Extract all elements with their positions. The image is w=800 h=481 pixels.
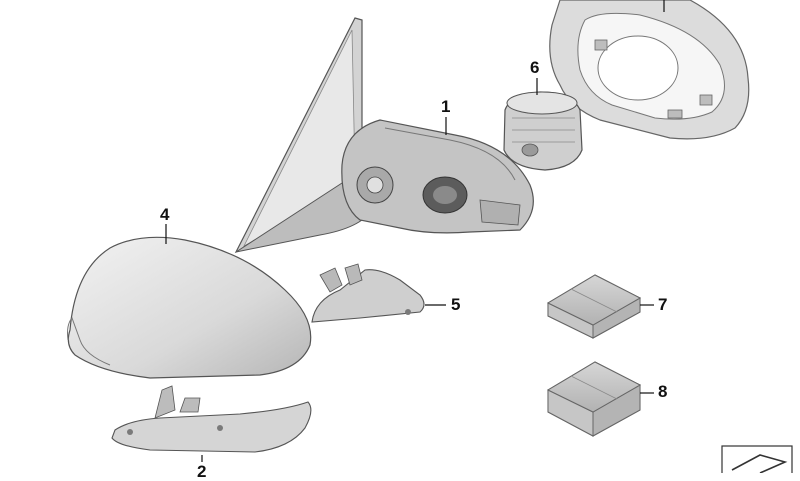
mirror-glass-frame [549,0,750,140]
callout-2: 2 [197,462,207,481]
package-box-8 [546,361,642,437]
package-box-7 [546,274,642,339]
lower-trim-cover [111,385,312,453]
callout-4: 4 [160,205,170,224]
cover-bracket [311,263,425,323]
leader-lines [165,0,665,462]
callout-6: 6 [530,58,540,77]
mirror-cap-cover [67,236,312,379]
callout-7: 7 [658,295,668,314]
callout-8: 8 [658,382,668,401]
callout-5: 5 [451,295,461,314]
corner-symbol-icon [721,445,793,473]
mirror-base-housing [234,17,534,254]
mirror-adjustment-motor [503,91,583,171]
callout-1: 1 [441,97,451,116]
